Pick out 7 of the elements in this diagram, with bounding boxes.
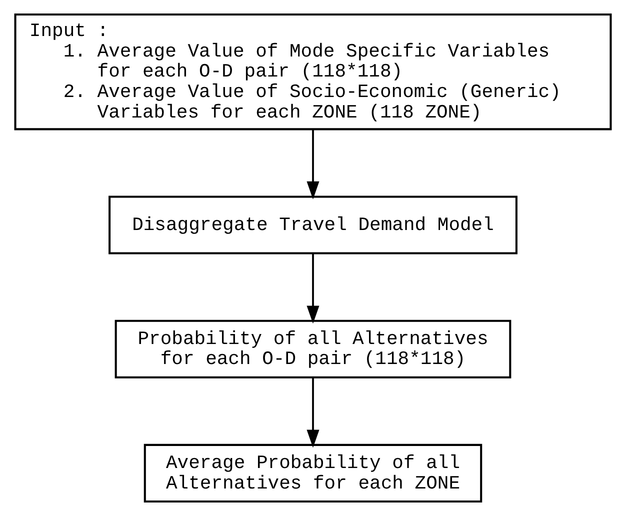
node-box: Average Probability of all Alternatives for each ZONE (144, 444, 482, 503)
node-box: Input : 1. Average Value of Mode Specific Variables for each O-D pair (118*118) 2. Average Value of Socio-Economic (Generic) Variables for each ZONE (118 ZONE) (14, 13, 612, 130)
arrow (306, 253, 320, 324)
arrow (306, 378, 320, 448)
node-box: Probability of all Alternatives for each O-D pair (118*118) (114, 320, 512, 378)
node-box: Disaggregate Travel Demand Model (108, 196, 518, 254)
arrow (306, 129, 320, 200)
